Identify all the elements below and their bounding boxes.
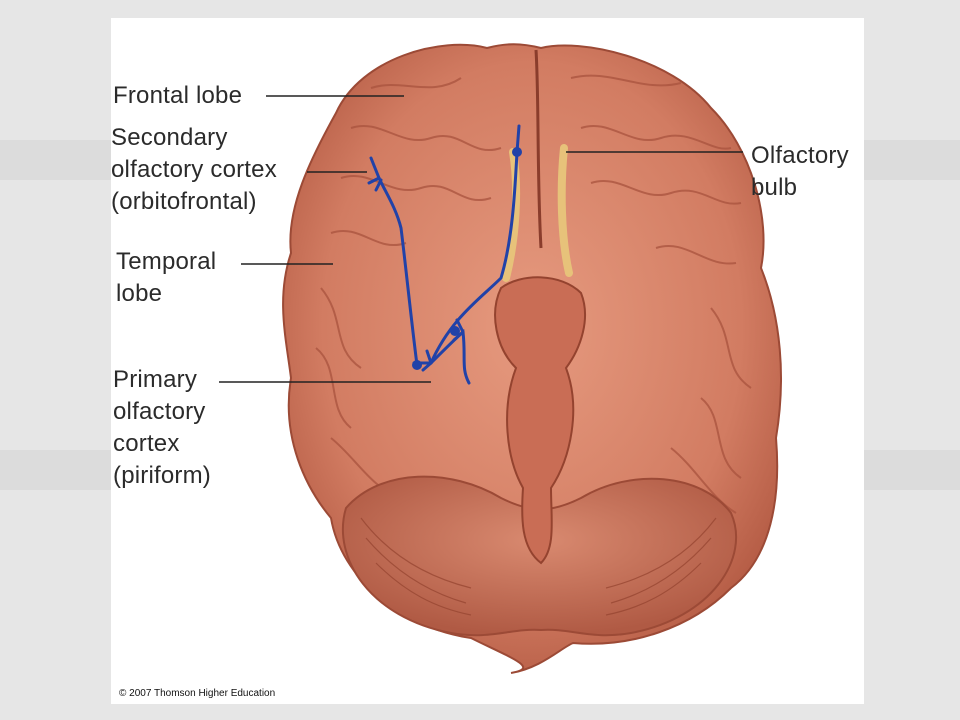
olfactory-bulb-left [502,148,521,282]
label-secondary-olfactory-cortex: Secondary olfactory cortex (orbitofronta… [111,124,277,215]
leader-lines [219,95,743,383]
pathway-node-tract [450,326,460,336]
olfactory-pathway [367,124,521,385]
label-temporal-lobe: Temporal lobe [116,248,217,307]
figure-panel: Frontal lobe Secondary olfactory cortex … [111,18,864,704]
longitudinal-fissure [534,49,543,249]
label-olfactory-bulb: Olfactory bulb [751,142,849,201]
brainstem [494,276,587,565]
label-primary-olfactory-cortex: Primary olfactory cortex (piriform) [113,366,211,489]
brain-diagram [219,43,782,674]
pathway-node-piriform [412,360,422,370]
cerebellum-folia [360,517,717,616]
copyright-notice: © 2007 Thomson Higher Education [119,688,276,699]
pathway-node-bulb [512,147,522,157]
label-frontal-lobe: Frontal lobe [113,82,243,109]
gyri [315,74,752,514]
olfactory-bulb-right [557,144,573,277]
